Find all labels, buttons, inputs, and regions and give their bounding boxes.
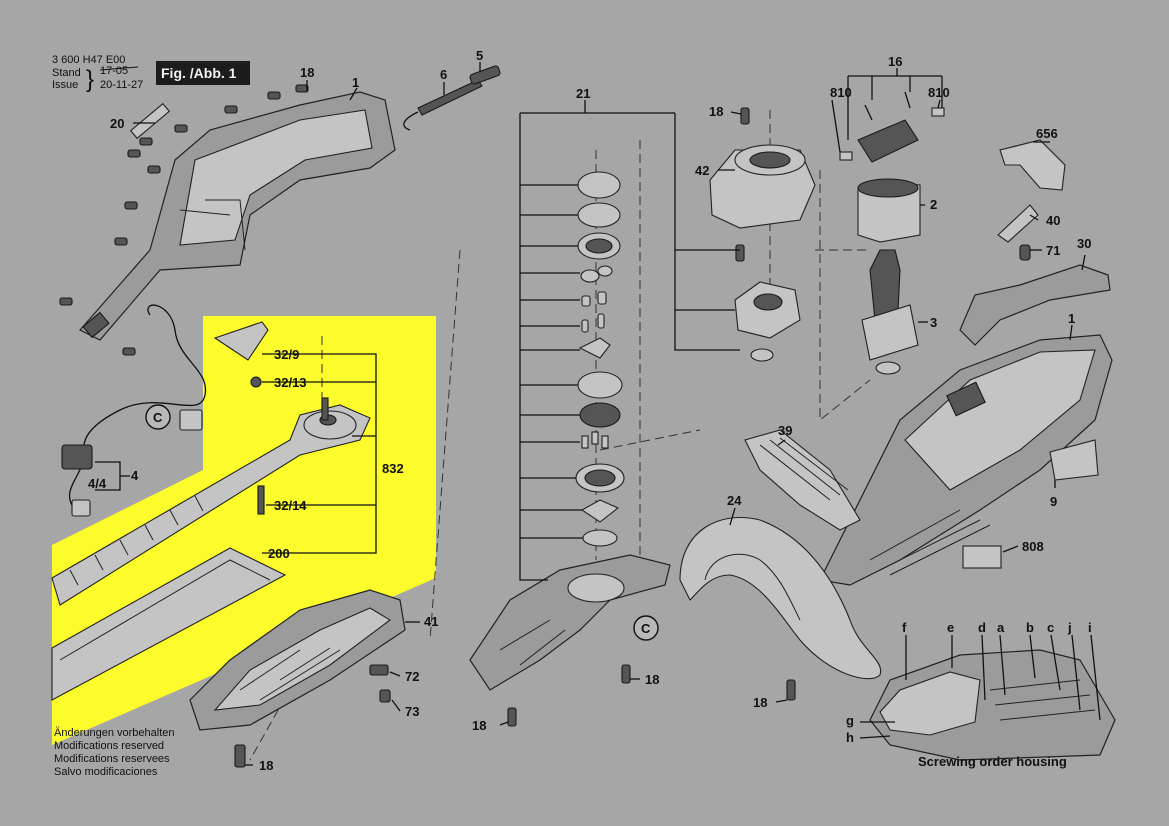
screw-letter-a: a xyxy=(997,620,1005,635)
screws-left xyxy=(59,84,309,356)
document-header: 3 600 H47 E00 Stand Issue } 17-05 20-11-… xyxy=(52,54,250,93)
label-part-18-d: 18 xyxy=(472,718,486,733)
cable-switch-assembly xyxy=(61,304,207,517)
power-cord xyxy=(403,65,501,131)
screw-letter-b: b xyxy=(1026,620,1034,635)
label-part-32-13: 32/13 xyxy=(274,375,307,390)
housing-half-right xyxy=(819,334,1113,586)
front-guard-handle-24 xyxy=(679,516,882,701)
callout-c-1: C xyxy=(153,410,163,425)
label-part-4: 4 xyxy=(131,468,139,483)
bearing-cover-42 xyxy=(709,107,816,362)
label-part-5: 5 xyxy=(476,48,483,63)
label-part-71: 71 xyxy=(1046,243,1060,258)
cover-part-41 xyxy=(189,589,406,768)
screw-letter-h: h xyxy=(846,730,854,745)
label-part-18-e: 18 xyxy=(753,695,767,710)
screw-letter-g: g xyxy=(846,713,854,728)
disclaimer: Änderungen vorbehalten Modifications res… xyxy=(54,727,174,778)
screw-order-caption: Screwing order housing xyxy=(918,754,1067,769)
right-small-parts xyxy=(959,139,1111,346)
label-part-200: 200 xyxy=(268,546,290,561)
label-part-40: 40 xyxy=(1046,213,1060,228)
gear-stack xyxy=(575,171,625,547)
part-labels: 1 1 2 3 4 4/4 5 6 9 16 18 18 18 18 18 18… xyxy=(88,48,1091,773)
doc-number: 3 600 H47 E00 xyxy=(52,54,125,66)
motor-parts xyxy=(839,91,945,375)
label-part-656: 656 xyxy=(1036,126,1058,141)
disclaimer-line-es: Salvo modificaciones xyxy=(54,766,158,778)
label-part-16: 16 xyxy=(888,54,902,69)
label-part-808: 808 xyxy=(1022,539,1044,554)
disclaimer-line-fr: Modifications reservees xyxy=(54,753,170,765)
screw-letter-c: c xyxy=(1047,620,1054,635)
handle-shroud-39 xyxy=(744,429,861,531)
screw-letter-e: e xyxy=(947,620,954,635)
disclaimer-line-de: Änderungen vorbehalten xyxy=(54,727,174,739)
callout-markers: C C xyxy=(145,404,659,641)
label-part-1-left: 1 xyxy=(352,75,359,90)
date-brace: } xyxy=(86,66,94,93)
screw-letter-f: f xyxy=(902,620,907,635)
strip-part-20 xyxy=(129,102,171,140)
label-part-4-4: 4/4 xyxy=(88,476,107,491)
gear-housing xyxy=(469,554,671,727)
figure-tag: Fig. /Abb. 1 xyxy=(161,65,237,81)
label-part-18-c: 18 xyxy=(645,672,659,687)
label-part-32-14: 32/14 xyxy=(274,498,307,513)
label-part-6: 6 xyxy=(440,67,447,82)
screw-letter-i: i xyxy=(1088,620,1092,635)
callout-circle-2 xyxy=(633,615,659,641)
label-part-18-b: 18 xyxy=(709,104,723,119)
label-part-2: 2 xyxy=(930,197,937,212)
label-part-32-9: 32/9 xyxy=(274,347,299,362)
disclaimer-line-en: Modifications reserved xyxy=(54,740,164,752)
callout-c-2: C xyxy=(641,621,651,636)
issue-label: Issue xyxy=(52,79,78,91)
label-part-21: 21 xyxy=(576,86,590,101)
label-part-72: 72 xyxy=(405,669,419,684)
leader-lines xyxy=(95,62,1086,766)
issue-date: 20-11-27 xyxy=(100,79,143,91)
label-part-18-a: 18 xyxy=(300,65,314,80)
screw-order-housing xyxy=(859,634,1116,761)
label-part-18-f: 18 xyxy=(259,758,273,773)
screw-order-labels: f e d a b c j i g h Screwing order housi… xyxy=(846,620,1092,769)
stand-strikeout xyxy=(99,66,139,71)
label-part-832: 832 xyxy=(382,461,404,476)
stand-label: Stand xyxy=(52,67,81,79)
housing-half-left xyxy=(79,91,396,341)
label-part-41: 41 xyxy=(424,614,438,629)
blade-assembly xyxy=(51,321,371,701)
screw-letter-j: j xyxy=(1067,620,1072,635)
label-part-810-a: 810 xyxy=(830,85,852,100)
label-part-30: 30 xyxy=(1077,236,1091,251)
label-part-39: 39 xyxy=(778,423,792,438)
figure-tag-bg xyxy=(156,61,250,85)
screw-letter-d: d xyxy=(978,620,986,635)
label-part-9: 9 xyxy=(1050,494,1057,509)
label-part-73: 73 xyxy=(405,704,419,719)
stand-date: 17-05 xyxy=(100,65,128,77)
label-part-20: 20 xyxy=(110,116,124,131)
label-part-810-b: 810 xyxy=(928,85,950,100)
label-part-24: 24 xyxy=(727,493,742,508)
label-part-42: 42 xyxy=(695,163,709,178)
label-part-1-right: 1 xyxy=(1068,311,1075,326)
callout-circle-1 xyxy=(145,404,171,430)
label-part-3: 3 xyxy=(930,315,937,330)
